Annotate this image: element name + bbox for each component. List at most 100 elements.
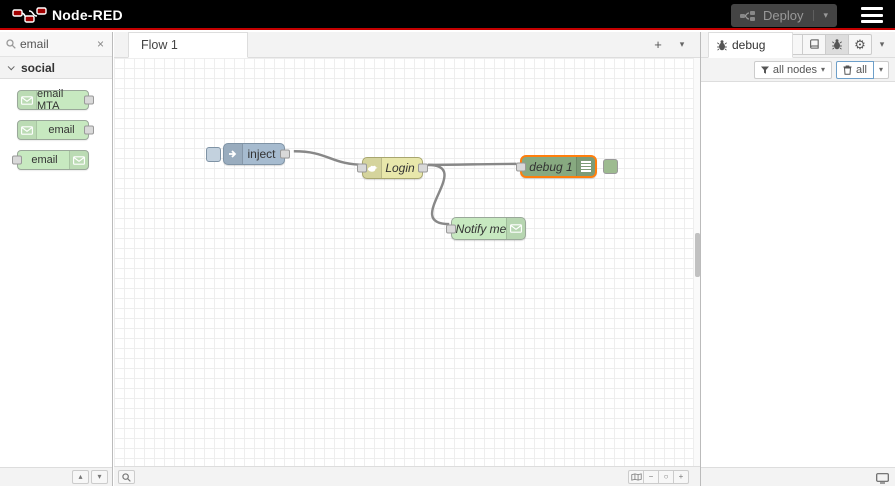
node-label: Login: [385, 161, 415, 175]
tab-debug[interactable]: debug: [708, 32, 793, 58]
caret-up-icon: ▴: [78, 472, 83, 481]
deploy-label: Deploy: [763, 8, 804, 23]
caret-down-icon: ▾: [97, 472, 102, 481]
navigator-button[interactable]: [628, 470, 644, 484]
zoom-in-button[interactable]: +: [673, 470, 689, 484]
debug-message-list[interactable]: [701, 83, 895, 467]
deploy-caret-icon[interactable]: ▾: [813, 10, 828, 21]
debug-filter-bar: all nodes ▾ all ▾: [701, 58, 895, 82]
book-icon: [809, 39, 819, 49]
inject-arrow-icon: [224, 144, 243, 164]
debug-sidebar-icon: [576, 157, 595, 176]
palette-category-label: social: [21, 60, 56, 75]
zoom-out-button[interactable]: −: [643, 470, 659, 484]
inject-trigger-button[interactable]: [206, 147, 221, 162]
debug-tab-button[interactable]: [825, 34, 849, 55]
flow-node-debug[interactable]: debug 1: [516, 155, 597, 178]
node-label: Notify me: [455, 221, 507, 236]
app-title: Node-RED: [52, 7, 123, 23]
palette-search-input[interactable]: [20, 37, 95, 51]
zoom-controls: − ○ +: [628, 470, 689, 484]
zoom-reset-button[interactable]: ○: [658, 470, 674, 484]
flow-node-notify-me[interactable]: Notify me: [446, 217, 526, 240]
palette-node-email-out[interactable]: email: [12, 150, 89, 170]
add-flow-button[interactable]: +: [654, 37, 662, 52]
node-label: debug 1: [529, 159, 573, 174]
search-icon: [122, 472, 131, 482]
flow-canvas[interactable]: inject Login debug 1: [114, 58, 700, 466]
wire-inject-login[interactable]: [293, 150, 366, 167]
deploy-button[interactable]: Deploy ▾: [731, 4, 837, 27]
sidebar-tab-label: debug: [732, 38, 766, 52]
clear-label: all: [855, 63, 867, 76]
palette-footer: ▴ ▾: [0, 467, 112, 486]
tab-flow-1[interactable]: Flow 1: [128, 32, 248, 58]
wire-login-notify[interactable]: [427, 163, 450, 226]
right-sidebar: debug i ⚙ ▾: [700, 32, 895, 486]
canvas-footer: − ○ +: [114, 466, 700, 486]
envelope-icon: [506, 218, 525, 239]
palette-node-label: email: [31, 154, 58, 166]
node-palette: × social email MTA: [0, 32, 113, 486]
main-menu-button[interactable]: [861, 7, 883, 23]
sidebar-menu-button[interactable]: ▾: [879, 39, 885, 49]
flow-list-button[interactable]: ▾: [679, 39, 685, 49]
node-input-port[interactable]: [516, 162, 526, 171]
wire-login-debug[interactable]: [427, 162, 517, 167]
node-output-port[interactable]: [84, 95, 94, 105]
node-label: inject: [247, 147, 276, 161]
scrollbar-thumb[interactable]: [695, 233, 700, 277]
sidebar-footer: [701, 467, 895, 486]
bird-icon: [363, 158, 382, 178]
config-tab-button[interactable]: ⚙: [848, 34, 872, 55]
palette-category-social[interactable]: social: [0, 57, 112, 79]
caret-down-icon: ▾: [878, 65, 883, 74]
open-in-window-button[interactable]: [876, 471, 889, 486]
node-input-port[interactable]: [446, 224, 456, 233]
node-input-port[interactable]: [357, 163, 367, 173]
palette-node-label: email: [48, 124, 75, 136]
bug-icon: [832, 39, 842, 50]
node-output-port[interactable]: [84, 125, 94, 135]
node-output-port[interactable]: [418, 163, 428, 173]
node-output-port[interactable]: [280, 149, 290, 159]
monitor-icon: [876, 473, 889, 484]
clear-options-button[interactable]: ▾: [874, 60, 889, 79]
sidebar-tab-bar: debug i ⚙ ▾: [701, 32, 895, 58]
list-lines-icon: [581, 161, 591, 172]
debug-filter-button[interactable]: all nodes ▾: [753, 60, 832, 79]
palette-node-label: email MTA: [37, 88, 64, 112]
funnel-icon: [760, 66, 769, 74]
palette-body: email MTA email: [0, 80, 112, 467]
palette-search: ×: [0, 32, 112, 57]
expand-all-button[interactable]: ▾: [91, 470, 108, 484]
palette-node-email-mta[interactable]: email MTA: [17, 88, 94, 112]
palette-node-email-in[interactable]: email: [17, 120, 94, 140]
flow-node-inject[interactable]: inject: [223, 143, 290, 165]
bug-icon: [717, 39, 727, 51]
chevron-down-icon: [7, 63, 15, 71]
envelope-icon: [69, 151, 88, 169]
envelope-icon: [18, 91, 37, 109]
clear-search-icon[interactable]: ×: [96, 37, 104, 51]
clear-debug-button[interactable]: all: [835, 60, 874, 79]
canvas-search-button[interactable]: [118, 470, 135, 484]
help-tab-button[interactable]: [802, 34, 826, 55]
caret-down-icon: ▾: [820, 65, 825, 74]
debug-enable-toggle[interactable]: [603, 159, 618, 174]
workspace: Flow 1 + ▾ inject: [114, 32, 700, 486]
app-header: Node-RED Deploy ▾: [0, 0, 895, 30]
gear-icon: ⚙: [854, 36, 866, 52]
flow-tab-bar: Flow 1 + ▾: [114, 32, 700, 58]
search-icon: [6, 39, 16, 49]
envelope-icon: [18, 121, 37, 139]
node-red-logo-icon: [12, 7, 47, 23]
filter-label: all nodes: [772, 63, 817, 76]
sidebar-toolbar: i ⚙ ▾: [779, 34, 890, 55]
node-input-port[interactable]: [12, 155, 22, 165]
collapse-all-button[interactable]: ▴: [72, 470, 89, 484]
map-icon: [630, 473, 642, 481]
canvas-vertical-scrollbar[interactable]: [693, 58, 700, 466]
flow-node-login[interactable]: Login: [357, 157, 428, 179]
